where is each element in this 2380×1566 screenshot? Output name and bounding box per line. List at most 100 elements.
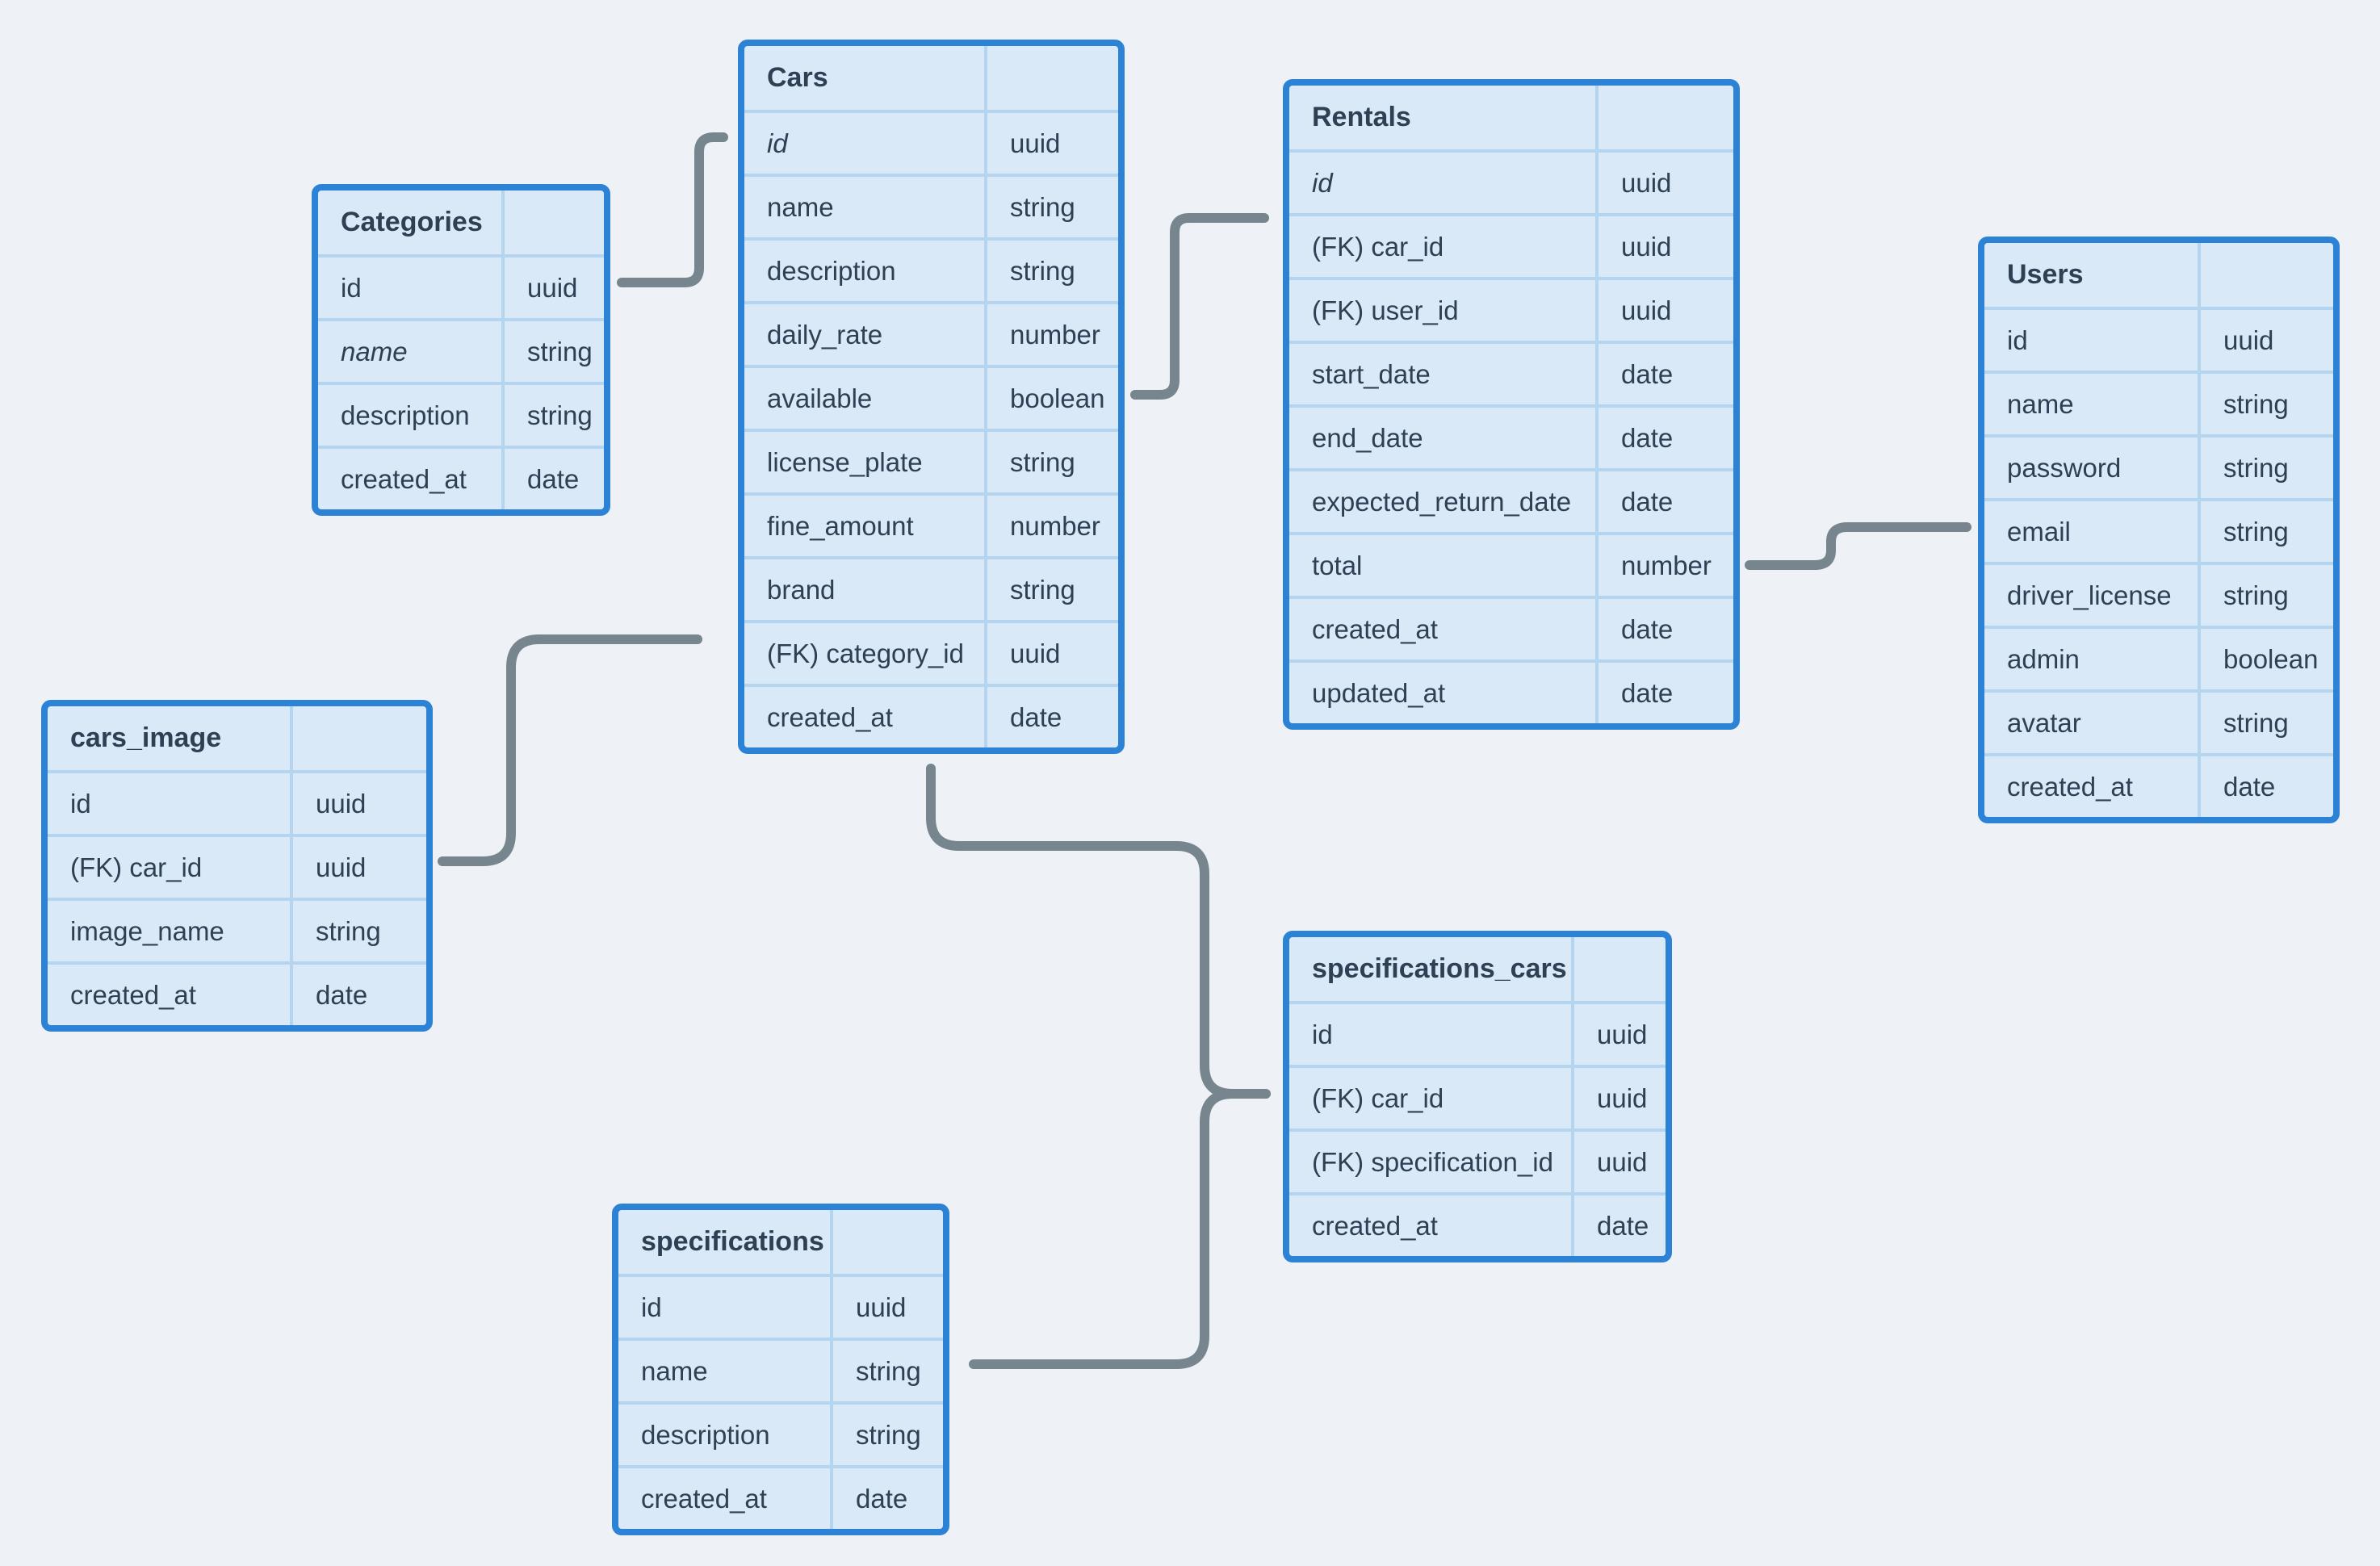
field-name: (FK) car_id [1312, 1082, 1444, 1113]
field-type: uuid [1595, 153, 1733, 213]
table-header-row: Rentals [1289, 86, 1733, 149]
table-header-row: cars_image [48, 706, 426, 770]
table-title: specifications_cars [1312, 953, 1567, 984]
field-name: (FK) category_id [767, 638, 964, 668]
table-title: Cars [767, 62, 828, 93]
field-type: string [984, 241, 1118, 301]
connector-categories-id-to-cars-id [617, 132, 728, 287]
table-header-type-cell [1595, 86, 1733, 149]
table-header-type-cell [830, 1210, 943, 1274]
field-name: updated_at [1312, 677, 1446, 708]
field-name: daily_rate [767, 319, 883, 350]
field-row: start_date date [1289, 341, 1733, 404]
field-name: (FK) specification_id [1312, 1146, 1553, 1177]
field-name: name [641, 1355, 708, 1386]
field-type: uuid [984, 113, 1118, 174]
field-row: name string [1984, 371, 2333, 434]
field-name: id [767, 128, 788, 158]
field-type: date [1595, 408, 1733, 468]
field-row: name string [318, 318, 604, 382]
connector-rentals-total-to-users-email [1745, 522, 1971, 570]
field-type: uuid [501, 258, 604, 318]
field-row: id uuid [744, 110, 1118, 174]
field-name: created_at [70, 979, 196, 1010]
field-type: string [2198, 693, 2333, 753]
field-name: (FK) car_id [70, 852, 203, 882]
field-row: created_at date [48, 961, 426, 1025]
field-name: id [1312, 167, 1333, 198]
field-type: uuid [984, 623, 1118, 684]
field-type: date [290, 965, 426, 1025]
field-row: id uuid [618, 1274, 943, 1338]
field-type: string [984, 559, 1118, 620]
table-header-type-cell [501, 191, 604, 254]
table-header-row: specifications [618, 1210, 943, 1274]
table-title: Users [2007, 259, 2084, 290]
field-type: string [830, 1405, 943, 1465]
field-name: id [341, 272, 362, 303]
field-row: end_date date [1289, 404, 1733, 468]
field-type: string [501, 385, 604, 446]
field-name: image_name [70, 915, 224, 946]
field-type: date [1595, 599, 1733, 659]
table-title: specifications [641, 1226, 824, 1257]
field-name: name [341, 336, 408, 366]
field-name: (FK) car_id [1312, 231, 1444, 262]
field-type: uuid [830, 1277, 943, 1338]
field-name: expected_return_date [1312, 486, 1572, 517]
field-type: string [290, 901, 426, 961]
field-name: start_date [1312, 358, 1431, 389]
field-type: date [1595, 344, 1733, 404]
table-title: cars_image [70, 722, 222, 753]
field-name: description [641, 1419, 770, 1450]
table-title: Rentals [1312, 102, 1411, 132]
field-type: uuid [1571, 1068, 1666, 1128]
connector-specifications-name-to-specifications-cars [969, 1089, 1271, 1369]
field-name: id [641, 1292, 662, 1322]
field-type: string [2198, 374, 2333, 434]
field-type: uuid [1595, 216, 1733, 277]
field-name: created_at [341, 463, 467, 494]
field-row: id uuid [318, 254, 604, 318]
table-title: Categories [341, 207, 483, 237]
field-name: end_date [1312, 422, 1423, 453]
field-type: string [984, 432, 1118, 492]
field-name: name [2007, 388, 2074, 419]
field-type: boolean [984, 368, 1118, 429]
connector-cars-to-specifications-cars-car-id [926, 764, 1271, 1099]
field-row: id uuid [1289, 149, 1733, 213]
field-row: (FK) specification_id uuid [1289, 1128, 1666, 1192]
field-type: uuid [1571, 1132, 1666, 1192]
table-header-row: Categories [318, 191, 604, 254]
field-type: number [984, 304, 1118, 365]
field-row: image_name string [48, 898, 426, 961]
field-type: string [501, 321, 604, 382]
field-type: uuid [1595, 280, 1733, 341]
field-type: number [1595, 535, 1733, 596]
